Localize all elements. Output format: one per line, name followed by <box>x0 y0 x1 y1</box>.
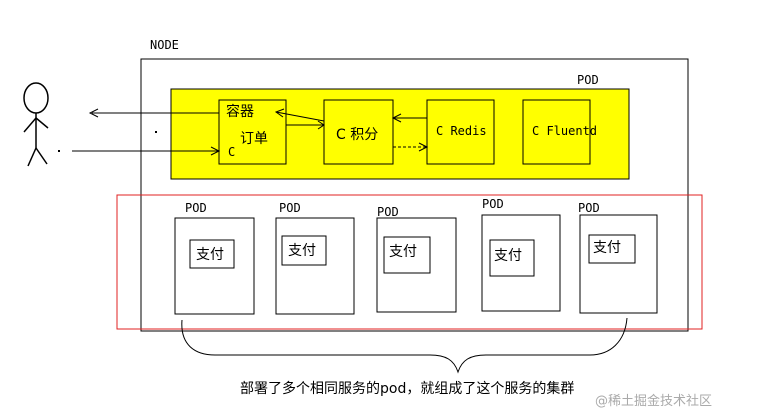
cluster-brace <box>181 317 628 374</box>
pod-label: POD <box>377 205 399 219</box>
pod-4: POD 支付 <box>481 197 561 312</box>
pod-box <box>174 217 255 315</box>
points-container-label: C 积分 <box>336 127 378 143</box>
pod-box <box>275 217 355 315</box>
points-redis-arrows <box>391 113 429 152</box>
pod-label: POD <box>279 201 301 215</box>
fluentd-container-box <box>522 99 591 165</box>
fluentd-container-label: C Fluentd <box>532 124 597 138</box>
user-stick-figure-icon <box>23 82 49 167</box>
order-container-label-3: C <box>228 145 235 159</box>
top-pod-label: POD <box>577 73 599 87</box>
pay-container-box <box>588 234 636 264</box>
pay-container-label: 支付 <box>389 244 417 260</box>
pay-container-label: 支付 <box>196 247 224 263</box>
user-arrow-dots <box>58 131 157 152</box>
pay-container-box <box>189 239 235 269</box>
node-label: NODE <box>150 38 179 52</box>
pay-container-label: 支付 <box>288 243 316 259</box>
pod-2: POD 支付 <box>275 201 355 315</box>
pod-label: POD <box>185 201 207 215</box>
pod-label: POD <box>578 201 600 215</box>
pod-box <box>579 214 658 314</box>
cluster-box <box>116 194 703 330</box>
order-points-arrows <box>274 108 325 130</box>
pay-container-label: 支付 <box>494 248 522 264</box>
watermark: @稀土掘金技术社区 <box>595 393 712 409</box>
order-container-label-1: 容器 <box>226 103 254 120</box>
pod-5: POD 支付 <box>578 201 658 314</box>
pod-3: POD 支付 <box>376 205 457 313</box>
pod-1: POD 支付 <box>174 201 255 315</box>
cluster-caption: 部署了多个相同服务的pod，就组成了这个服务的集群 <box>240 380 574 397</box>
pod-label: POD <box>482 197 504 211</box>
user-arrows <box>72 108 221 156</box>
redis-container-label: C Redis <box>436 124 487 138</box>
order-container-label-2: 订单 <box>240 131 268 147</box>
pay-container-box <box>281 235 327 266</box>
pay-container-box <box>383 236 431 274</box>
order-container-box <box>218 99 287 165</box>
pay-container-label: 支付 <box>593 240 621 256</box>
points-container-box <box>323 99 394 165</box>
redis-container-box <box>426 99 495 165</box>
pay-container-box <box>489 239 535 277</box>
